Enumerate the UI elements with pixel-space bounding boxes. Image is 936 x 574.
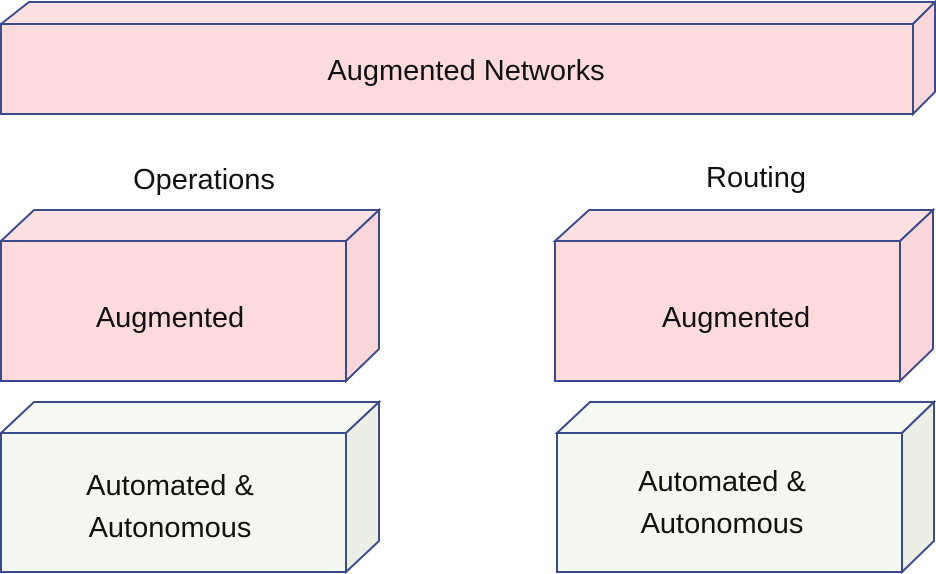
routing-automated-side-face [901, 399, 935, 574]
routing-augmented-top-face [552, 209, 936, 242]
routing-heading: Routing [706, 162, 806, 194]
operations-automated-front-face [0, 432, 347, 573]
operations-automated-top-face [0, 401, 382, 434]
routing-augmented-label: Augmented [662, 302, 810, 334]
operations-automated-side-face [345, 399, 380, 574]
operations-automated-label-line1: Automated & [86, 470, 254, 502]
routing-augmented-box [552, 207, 936, 384]
operations-automated-label-line2: Autonomous [89, 512, 252, 544]
banner-top-face [0, 0, 936, 25]
routing-automated-front-face [556, 432, 903, 573]
operations-augmented-front-face [0, 240, 347, 382]
banner-box [0, 0, 936, 117]
operations-augmented-label: Augmented [96, 302, 244, 334]
routing-augmented-side-face [899, 207, 934, 384]
routing-automated-top-face [554, 401, 936, 434]
routing-automated-label-line2: Autonomous [641, 508, 804, 540]
operations-augmented-side-face [345, 207, 380, 384]
routing-automated-box [554, 399, 936, 574]
banner-label: Augmented Networks [327, 55, 604, 87]
operations-automated-box [0, 399, 382, 574]
operations-augmented-box [0, 207, 382, 384]
operations-heading: Operations [133, 164, 275, 196]
routing-automated-label-line1: Automated & [638, 466, 806, 498]
operations-augmented-top-face [0, 209, 382, 242]
banner-front-face [0, 23, 914, 115]
routing-augmented-front-face [554, 240, 901, 382]
